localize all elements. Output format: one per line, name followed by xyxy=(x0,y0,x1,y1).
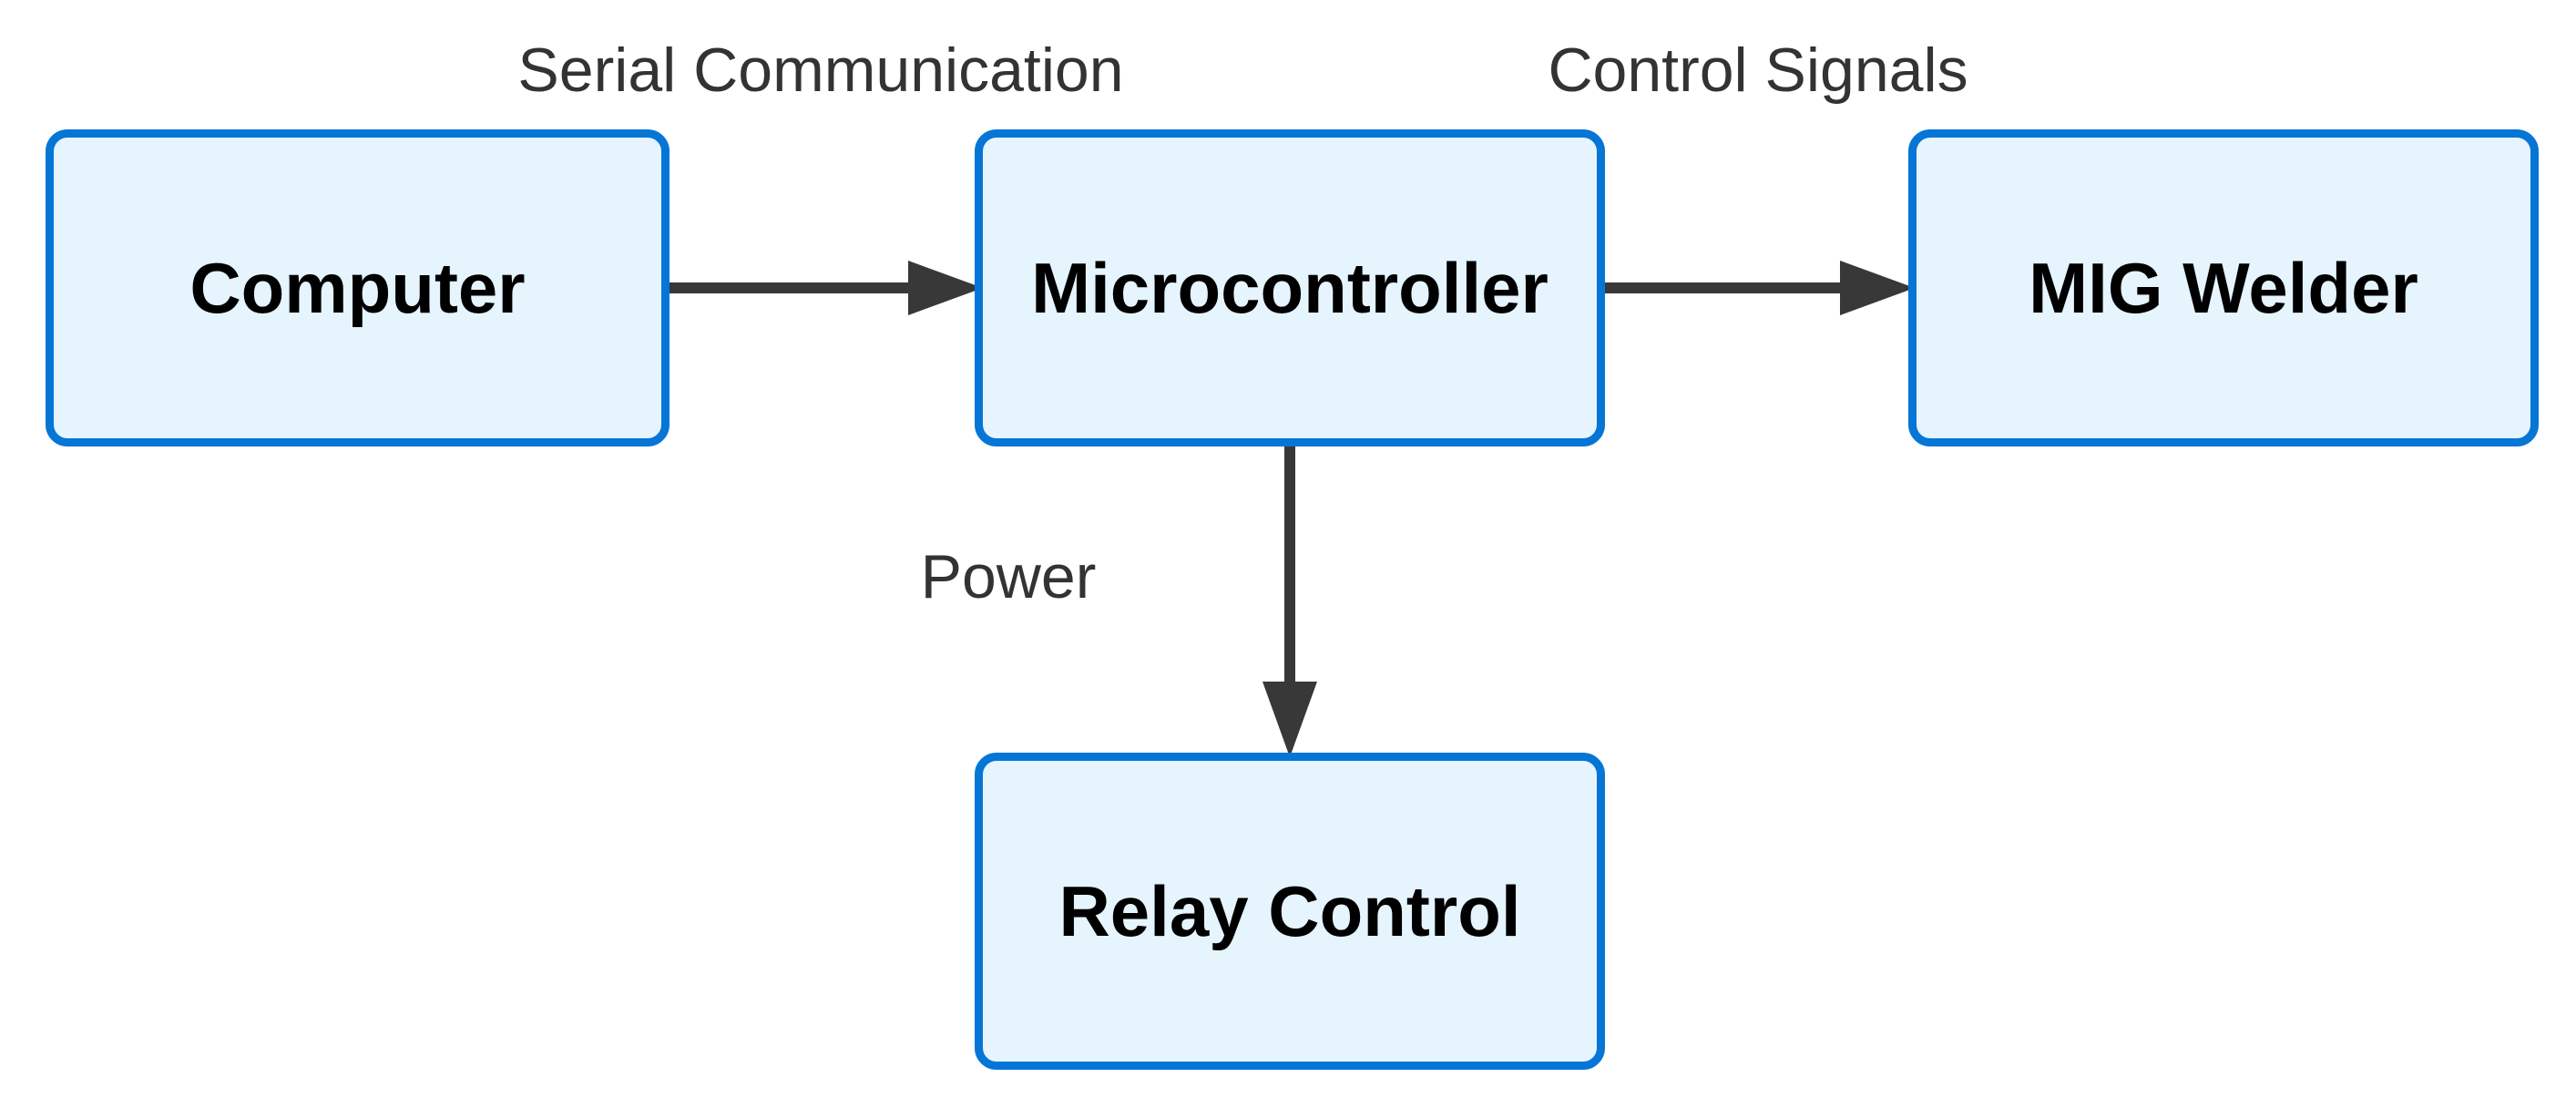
node-mig-welder-label: MIG Welder xyxy=(2029,247,2418,328)
node-microcontroller: Microcontroller xyxy=(975,129,1605,446)
node-mig-welder: MIG Welder xyxy=(1908,129,2539,446)
arrow-computer-to-microcontroller xyxy=(670,261,983,315)
arrow-microcontroller-to-mig-welder xyxy=(1605,261,1915,315)
node-relay-control-label: Relay Control xyxy=(1058,870,1521,951)
edge-label-control-signals: Control Signals xyxy=(1548,36,1968,105)
arrow-microcontroller-to-relay-control xyxy=(1262,446,1317,757)
edge-label-serial-communication: Serial Communication xyxy=(517,36,1124,105)
node-computer-label: Computer xyxy=(189,247,526,328)
node-computer: Computer xyxy=(46,129,670,446)
node-relay-control: Relay Control xyxy=(975,753,1605,1070)
node-microcontroller-label: Microcontroller xyxy=(1031,247,1549,328)
edge-label-power: Power xyxy=(920,542,1097,611)
